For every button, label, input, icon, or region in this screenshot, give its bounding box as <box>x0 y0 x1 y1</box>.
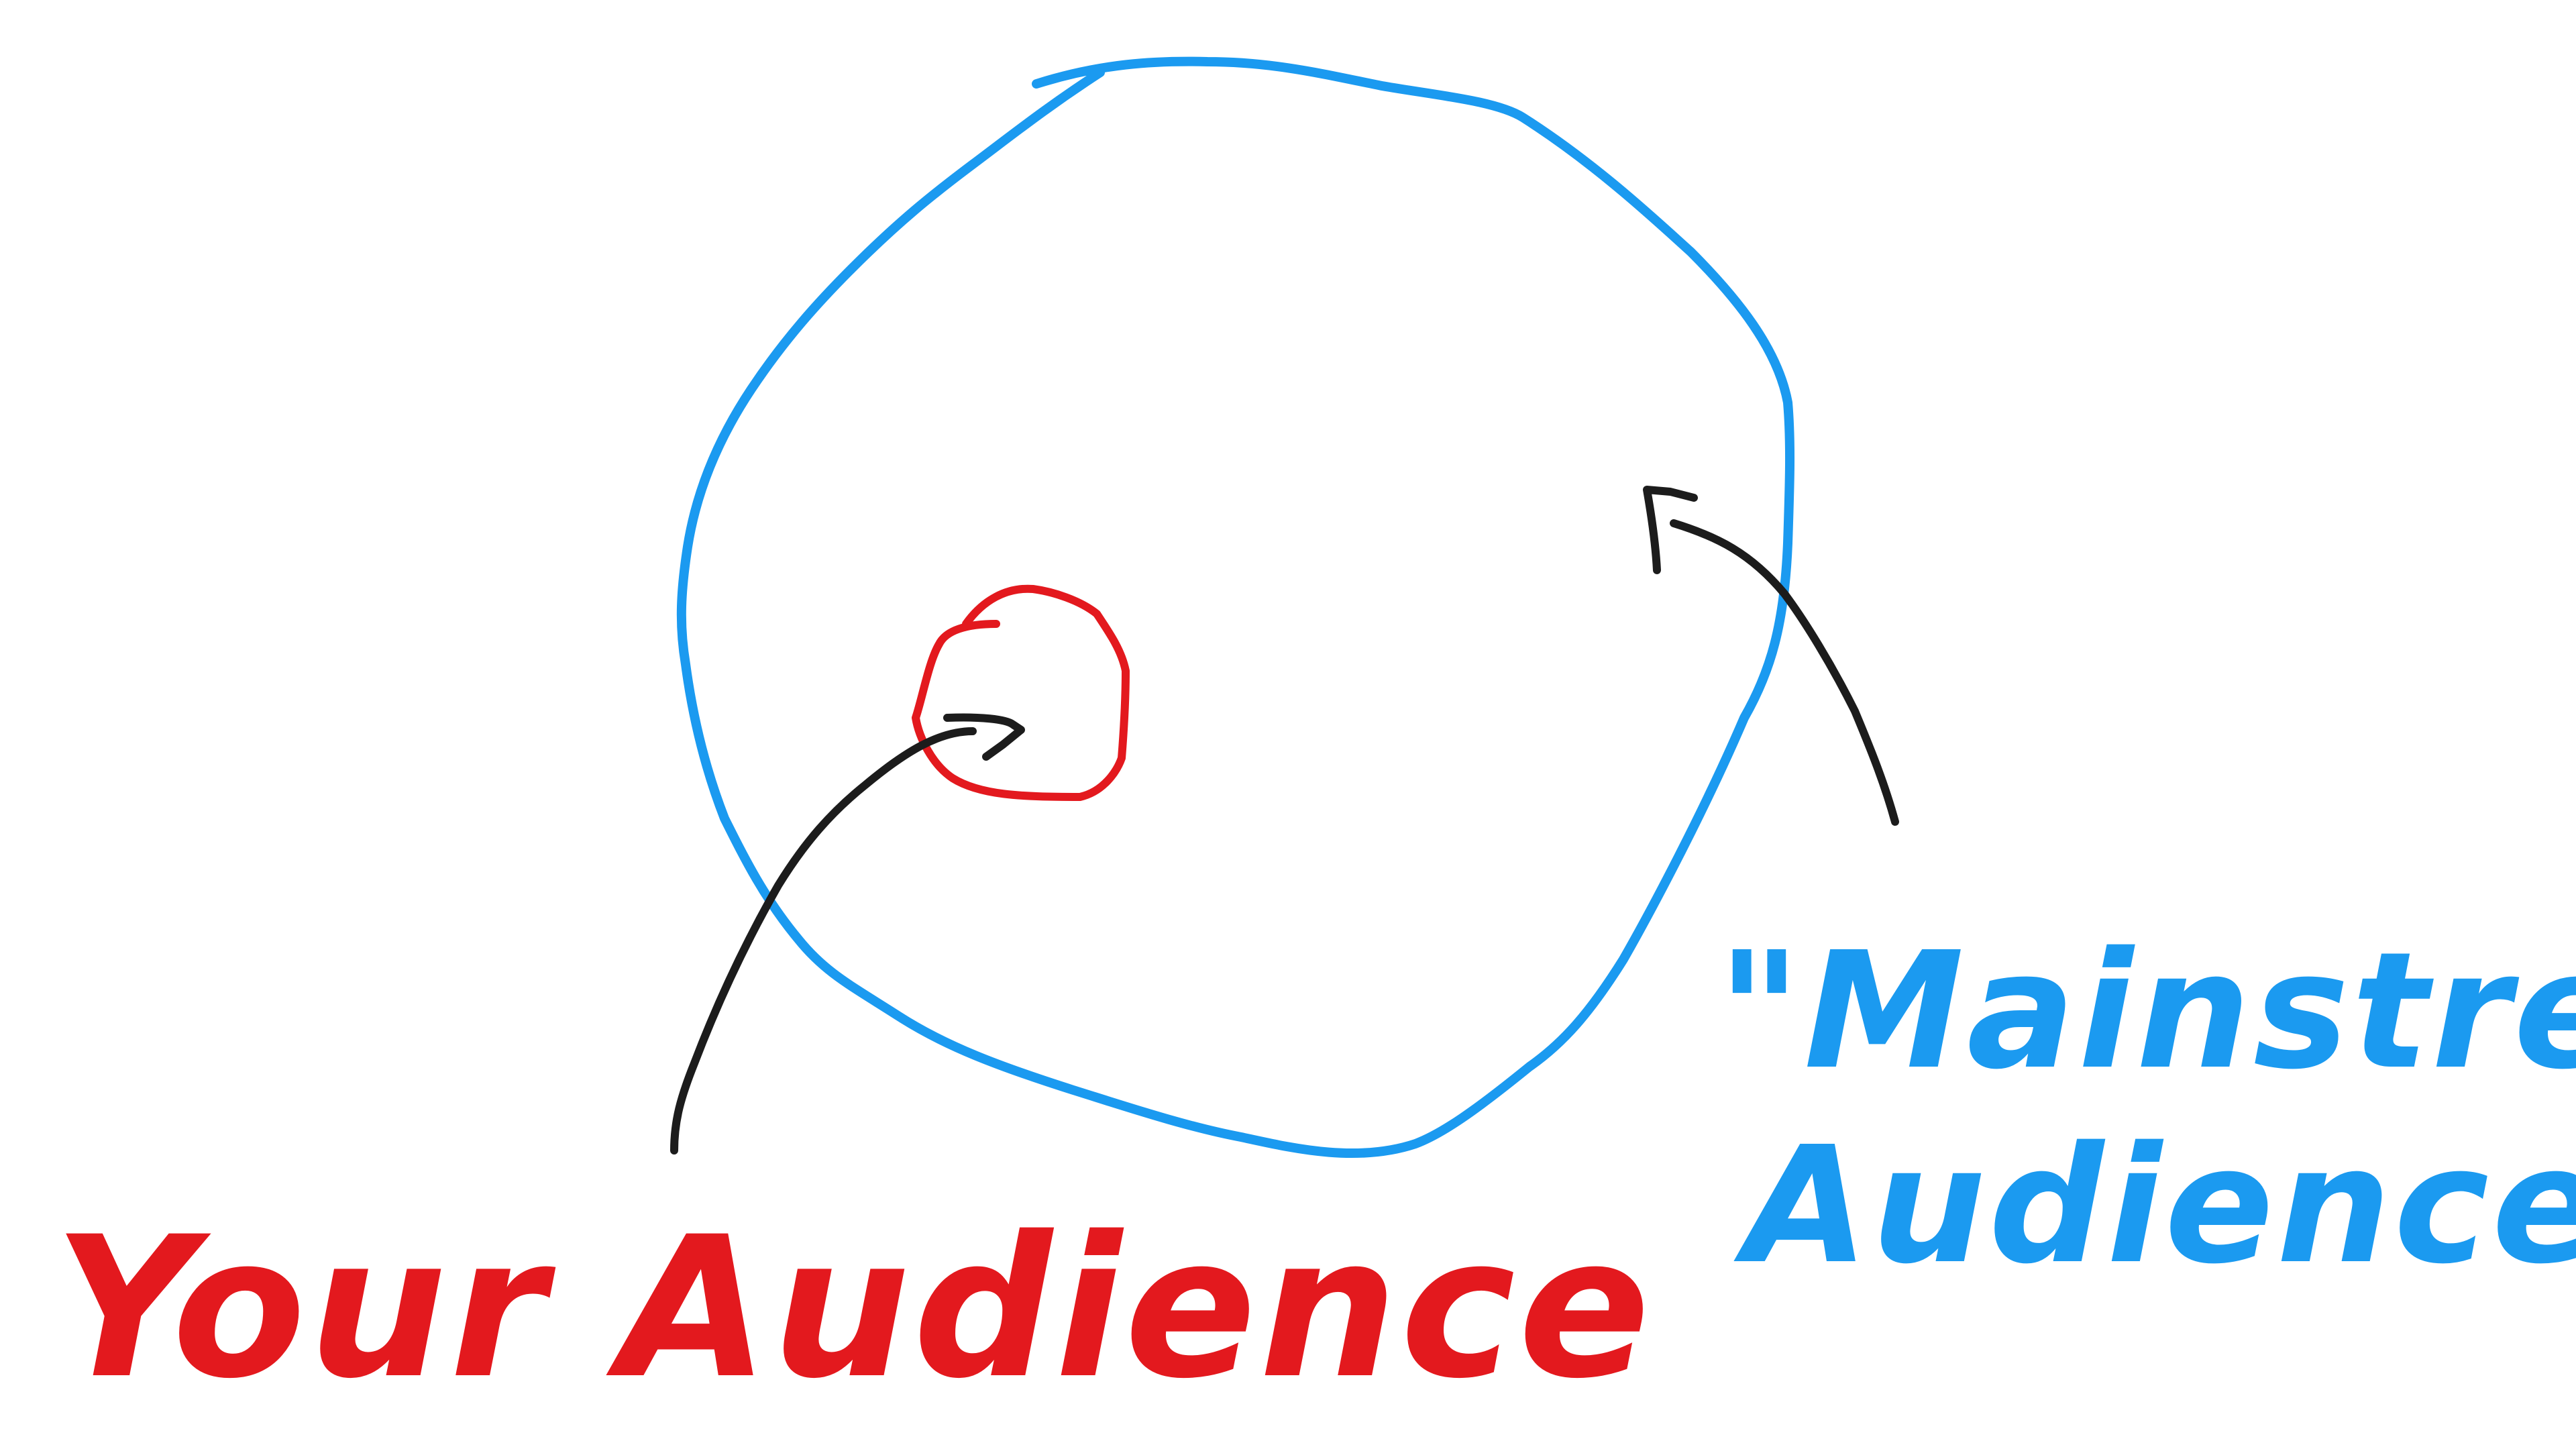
your-audience-circle <box>912 584 1130 801</box>
mainstream-arrowhead <box>1643 486 1698 574</box>
mainstream-audience-label-line2: Audience" <box>1733 1112 2576 1299</box>
your-audience-arrowhead <box>943 713 1025 761</box>
mainstream-audience-circle <box>676 56 1795 1159</box>
mainstream-arrow-shaft <box>1670 519 1899 826</box>
your-audience-arrow-shaft <box>670 727 977 1155</box>
your-audience-label: Your Audience <box>54 1195 1653 1421</box>
mainstream-audience-label-line1: "Mainstream <box>1717 917 2576 1105</box>
